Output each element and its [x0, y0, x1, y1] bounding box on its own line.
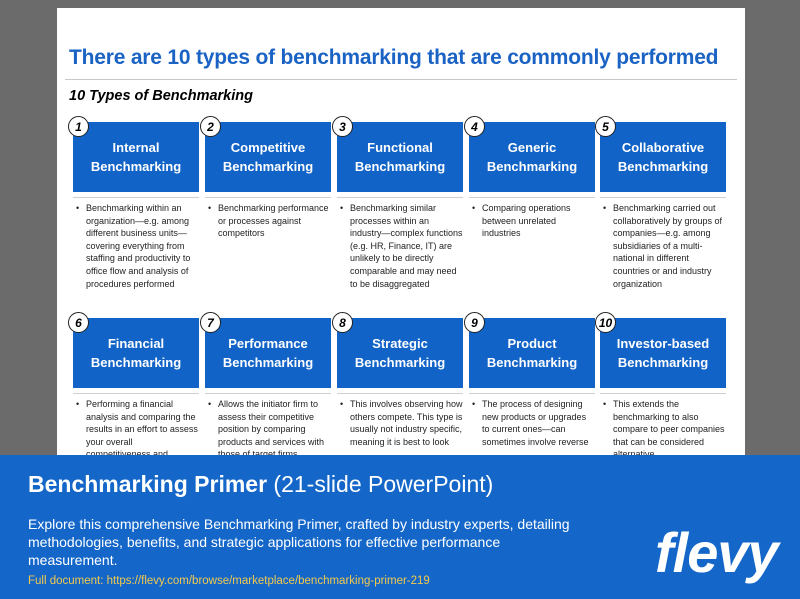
type-description: • Benchmarking performance or processes a… [205, 197, 331, 240]
bullet-icon: • [603, 399, 607, 409]
type-description: • Comparing operations between unrelated … [469, 197, 595, 240]
type-description: • The process of designing new products o… [469, 393, 595, 448]
number-badge: 8 [332, 312, 353, 333]
number-badge: 1 [68, 116, 89, 137]
type-header: Internal Benchmarking [73, 122, 199, 192]
description-text: Allows the initiator firm to assess thei… [218, 399, 325, 459]
type-description: • Benchmarking carried out collaborativel… [600, 197, 726, 290]
type-header: Competitive Benchmarking [205, 122, 331, 192]
description-text: Benchmarking performance or processes ag… [218, 203, 329, 239]
type-name: Product Benchmarking [486, 336, 578, 370]
bullet-icon: • [208, 203, 212, 213]
banner-description: Explore this comprehensive Benchmarking … [28, 516, 570, 568]
number-badge: 5 [595, 116, 616, 137]
type-name: Competitive Benchmarking [222, 140, 314, 174]
type-header: Functional Benchmarking [337, 122, 463, 192]
banner-title: Benchmarking Primer (21-slide PowerPoint… [28, 471, 493, 498]
type-name: Internal Benchmarking [90, 140, 182, 174]
description-text: This extends the benchmarking to also co… [613, 399, 725, 459]
type-description: • Performing a financial analysis and com… [73, 393, 199, 461]
bullet-icon: • [208, 399, 212, 409]
type-header: Collaborative Benchmarking [600, 122, 726, 192]
number-badge: 6 [68, 312, 89, 333]
type-name: Collaborative Benchmarking [617, 140, 709, 174]
description-text: Comparing operations between unrelated i… [482, 203, 571, 239]
description-text: Benchmarking within an organization—e.g.… [86, 203, 191, 289]
slide: There are 10 types of benchmarking that … [57, 8, 745, 468]
description-text: This involves observing how others compe… [350, 399, 463, 447]
type-description: • Allows the initiator firm to assess the… [205, 393, 331, 461]
description-text: The process of designing new products or… [482, 399, 589, 447]
description-text: Benchmarking similar processes within an… [350, 203, 463, 289]
benchmarking-types-grid: 1 Internal Benchmarking • Benchmarking wi… [57, 8, 745, 468]
bullet-icon: • [340, 399, 344, 409]
type-header: Product Benchmarking [469, 318, 595, 388]
type-name: Functional Benchmarking [354, 140, 446, 174]
bullet-icon: • [76, 399, 80, 409]
banner-title-bold: Benchmarking Primer [28, 471, 268, 497]
slide-title: There are 10 types of benchmarking that … [69, 46, 719, 69]
type-header: Strategic Benchmarking [337, 318, 463, 388]
bullet-icon: • [603, 203, 607, 213]
title-divider [65, 79, 737, 80]
description-text: Performing a financial analysis and comp… [86, 399, 198, 459]
number-badge: 7 [200, 312, 221, 333]
bullet-icon: • [76, 203, 80, 213]
type-name: Generic Benchmarking [486, 140, 578, 174]
type-name: Strategic Benchmarking [354, 336, 446, 370]
bullet-icon: • [472, 203, 476, 213]
type-description: • This involves observing how others comp… [337, 393, 463, 448]
type-header: Performance Benchmarking [205, 318, 331, 388]
promo-banner: Benchmarking Primer (21-slide PowerPoint… [0, 455, 800, 599]
number-badge: 4 [464, 116, 485, 137]
banner-title-rest: (21-slide PowerPoint) [267, 471, 494, 497]
type-name: Investor-based Benchmarking [616, 336, 710, 370]
description-text: Benchmarking carried out collaboratively… [613, 203, 723, 289]
flevy-logo: flevy [655, 521, 779, 584]
slide-subtitle: 10 Types of Benchmarking [69, 88, 253, 104]
type-header: Financial Benchmarking [73, 318, 199, 388]
number-badge: 10 [595, 312, 616, 333]
type-header: Generic Benchmarking [469, 122, 595, 192]
number-badge: 2 [200, 116, 221, 137]
type-description: • This extends the benchmarking to also c… [600, 393, 726, 461]
type-description: • Benchmarking similar processes within a… [337, 197, 463, 290]
number-badge: 3 [332, 116, 353, 137]
type-header: Investor-based Benchmarking [600, 318, 726, 388]
full-document-link[interactable]: Full document: https://flevy.com/browse/… [28, 575, 430, 587]
bullet-icon: • [340, 203, 344, 213]
bullet-icon: • [472, 399, 476, 409]
number-badge: 9 [464, 312, 485, 333]
type-name: Financial Benchmarking [90, 336, 182, 370]
type-name: Performance Benchmarking [222, 336, 314, 370]
type-description: • Benchmarking within an organization—e.g… [73, 197, 199, 290]
